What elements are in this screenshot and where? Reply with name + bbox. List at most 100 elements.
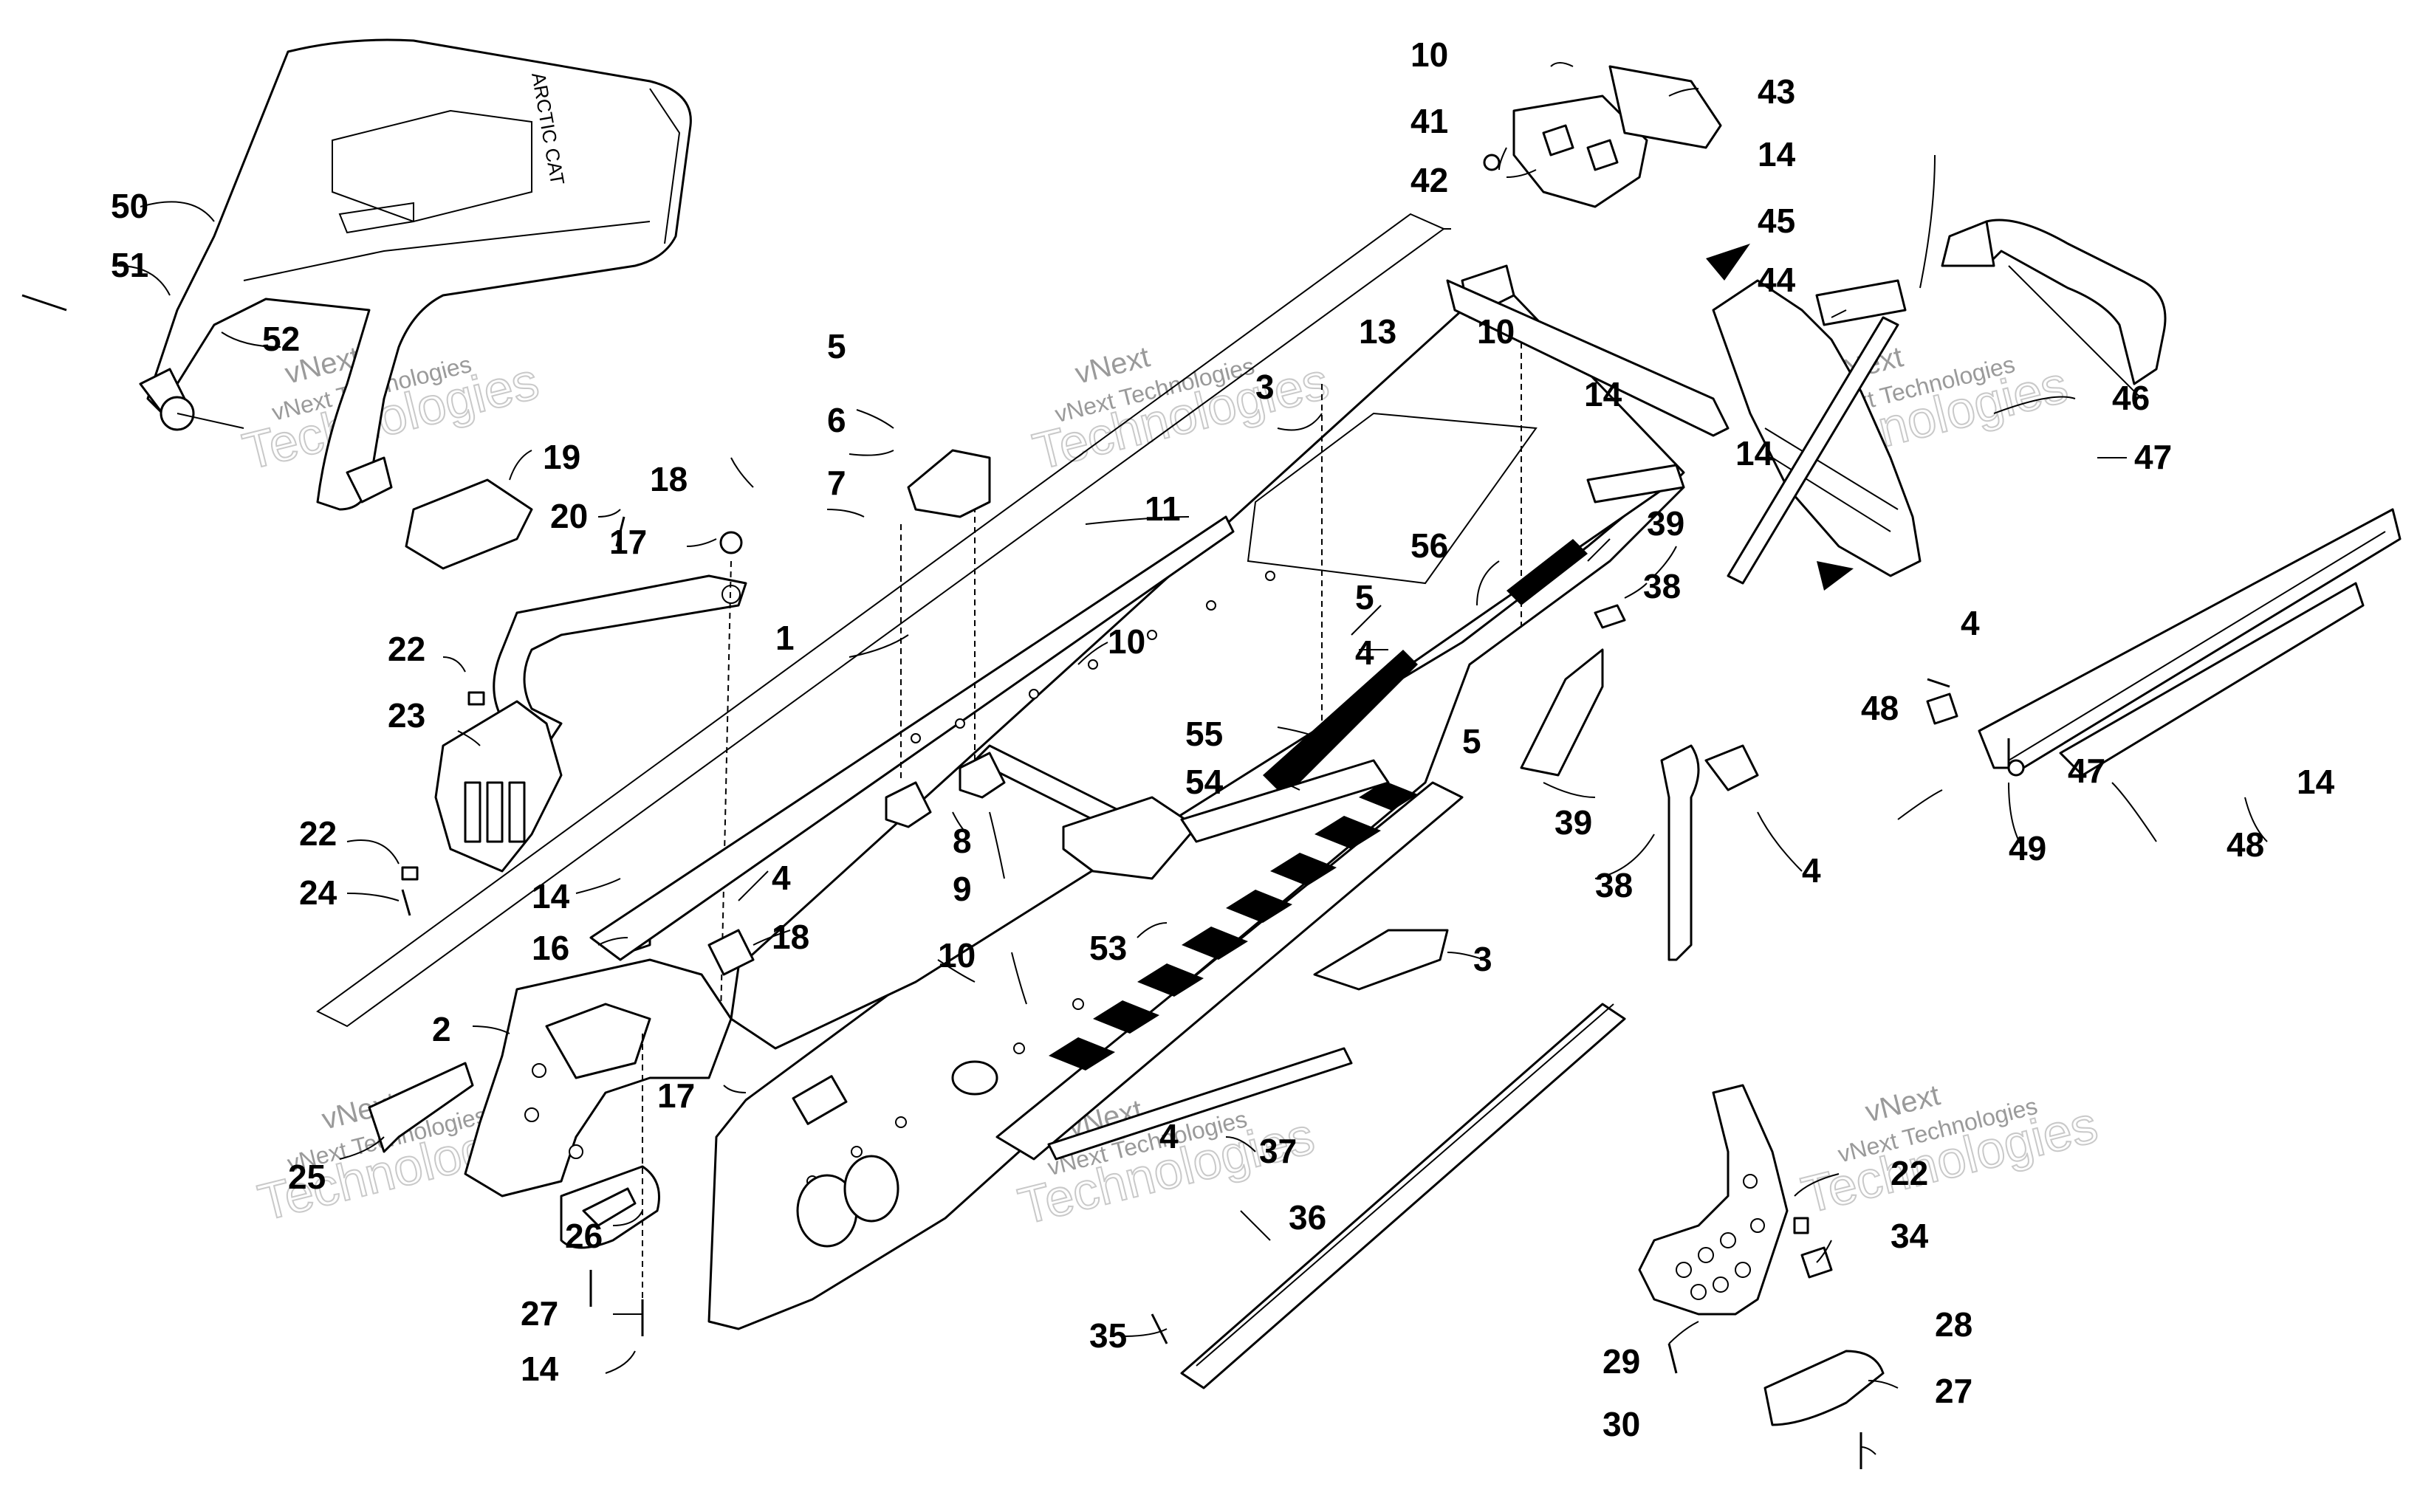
callout-label: 23 (388, 696, 425, 735)
callout-label: 14 (1584, 375, 1622, 413)
callout-label: 41 (1410, 102, 1448, 140)
callout-label: 7 (827, 464, 846, 502)
callout-label: 4 (1355, 633, 1374, 672)
callout-label: 30 (1603, 1405, 1640, 1443)
bracket-3-part (1313, 929, 1449, 991)
callout-label: 5 (1355, 578, 1374, 616)
front-bracket-part (464, 914, 733, 1197)
callout-label: 22 (388, 630, 425, 668)
tail-light-housing-part (1483, 65, 1722, 208)
callout-label: 13 (1359, 312, 1396, 351)
heat-shield-part (434, 700, 563, 873)
brace-54-part (1180, 759, 1390, 843)
callout-label: 54 (1185, 763, 1224, 801)
callout-label: 4 (1802, 851, 1821, 890)
callout-label: 47 (2068, 752, 2105, 790)
footrest-bracket-part (1638, 1084, 1833, 1316)
side-panel-35-part (1520, 648, 1604, 777)
bolt-30 (1667, 1343, 1678, 1374)
rear-deck-38-part (1586, 464, 1685, 504)
callout-label: 26 (565, 1217, 603, 1255)
direction-arrow (1706, 244, 1750, 281)
callout-label: 17 (609, 523, 647, 561)
callout-label: 34 (1891, 1217, 1929, 1255)
callout-label: 19 (543, 438, 580, 476)
callout-label: 55 (1185, 715, 1223, 753)
callout-label: 27 (521, 1294, 558, 1333)
bracket-16-part (707, 929, 755, 976)
bracket-7-part (907, 449, 991, 518)
step-cup-28-part (1763, 1350, 1885, 1426)
callout-label: 36 (1289, 1198, 1326, 1237)
clip-37-part (1594, 604, 1626, 629)
tunnel-reference-frame (316, 213, 1451, 1028)
callout-label: 27 (1935, 1372, 1972, 1410)
callout-label: 8 (953, 822, 972, 860)
callout-label: 9 (953, 870, 972, 908)
step-cup-part (560, 1034, 660, 1336)
curved-rail-36-part (1660, 744, 1759, 961)
callout-label: 52 (262, 320, 300, 358)
callout-label: 4 (1159, 1117, 1179, 1155)
bracket-54-part (1062, 796, 1198, 880)
strip-34-part (1047, 1047, 1353, 1161)
callout-label: 17 (657, 1076, 695, 1115)
callout-label: 10 (1410, 35, 1448, 74)
callout-label: 20 (550, 497, 588, 535)
callout-label: 14 (1758, 135, 1796, 173)
callout-label: 51 (111, 246, 148, 284)
callout-label: 44 (1758, 261, 1796, 299)
callout-label: 16 (532, 929, 569, 967)
pin-32 (1151, 1313, 1168, 1344)
callout-label: 10 (938, 936, 976, 975)
callout-label: 5 (1462, 722, 1481, 760)
rear-handle-part (493, 574, 747, 747)
callout-label: 37 (1259, 1132, 1297, 1170)
callout-label: 3 (1473, 940, 1492, 978)
callout-label: 48 (2227, 825, 2264, 864)
slide-rail-part (1180, 1003, 1626, 1389)
callout-label: 6 (827, 401, 846, 439)
rear-bracket-13-part (1446, 279, 1730, 437)
callout-label: 22 (299, 814, 337, 853)
callout-label: 29 (1603, 1342, 1640, 1381)
callout-label: 28 (1935, 1305, 1972, 1344)
callout-label: 22 (1891, 1154, 1928, 1192)
callout-label: 42 (1410, 161, 1448, 199)
callout-label: 14 (2297, 763, 2335, 801)
tunnel-main-part (589, 264, 1685, 1330)
direction-arrow (1817, 561, 1854, 591)
rail-44-part (1727, 316, 1899, 585)
callout-label: 5 (827, 327, 846, 365)
rear-rail-47-part (1978, 508, 2402, 777)
callout-label: 35 (1089, 1316, 1127, 1355)
callout-label: 4 (772, 859, 791, 897)
callout-label: 14 (532, 877, 570, 915)
callout-label: 2 (432, 1010, 451, 1048)
cover-plate-part (405, 478, 533, 570)
callout-label: 48 (1861, 689, 1899, 727)
callout-label: 4 (1961, 604, 1980, 642)
callout-label: 39 (1647, 504, 1684, 543)
callout-label: 38 (1595, 866, 1633, 904)
bolts-48-49 (1926, 678, 2025, 777)
callout-label: 38 (1643, 567, 1681, 605)
callout-label: 10 (1108, 622, 1145, 661)
callout-label: 14 (521, 1350, 559, 1388)
callout-label: 10 (1477, 312, 1515, 351)
callout-label: 1 (775, 619, 795, 657)
seat-fastener (21, 294, 244, 431)
callout-label: 24 (299, 873, 337, 912)
callout-label: 14 (1735, 434, 1774, 472)
callout-label: 3 (1255, 368, 1275, 406)
callout-label: 45 (1758, 202, 1795, 240)
callout-label: 18 (772, 918, 809, 956)
callout-label: 46 (2112, 379, 2150, 417)
callout-label: 56 (1410, 526, 1448, 565)
bracket-25-part (368, 1062, 474, 1153)
bracket-9-part (959, 752, 1006, 799)
bracket-8-part (885, 781, 932, 828)
callout-labels: 50 51 52 19 20 18 17 22 23 22 24 1 14 16… (111, 35, 2335, 1443)
rear-bumper-part (1941, 219, 2167, 399)
